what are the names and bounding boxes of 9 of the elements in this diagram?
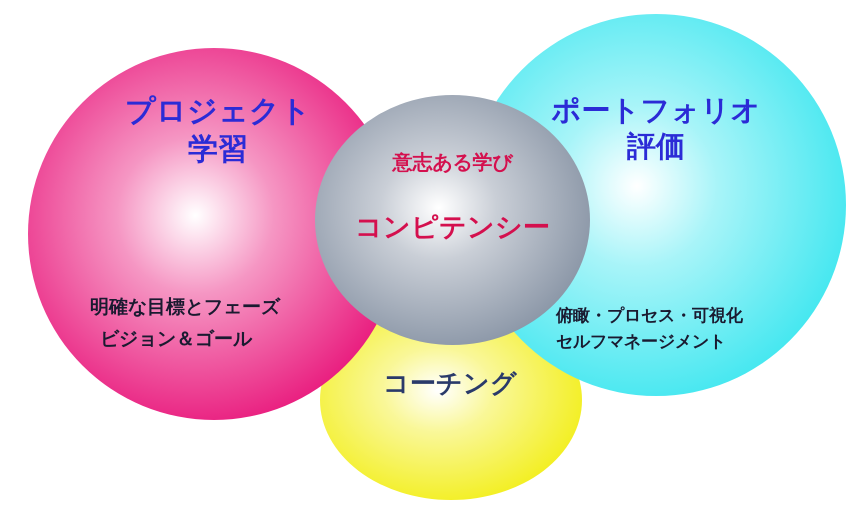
- circle-title: プロジェクト学習: [124, 93, 312, 168]
- circle-label: セルフマネージメント: [556, 332, 727, 354]
- circle-label: 明確な目標とフェーズ: [90, 296, 282, 320]
- circle-label: コンピテンシー: [354, 211, 551, 245]
- circle-label: 俯瞰・プロセス・可視化: [556, 306, 744, 328]
- circle-title: ポートフォリオ評価: [550, 92, 762, 164]
- circle-label: ビジョン＆ゴール: [100, 328, 254, 352]
- circle-label: コーチング: [382, 368, 518, 400]
- circle-label: 意志ある学び: [390, 150, 514, 175]
